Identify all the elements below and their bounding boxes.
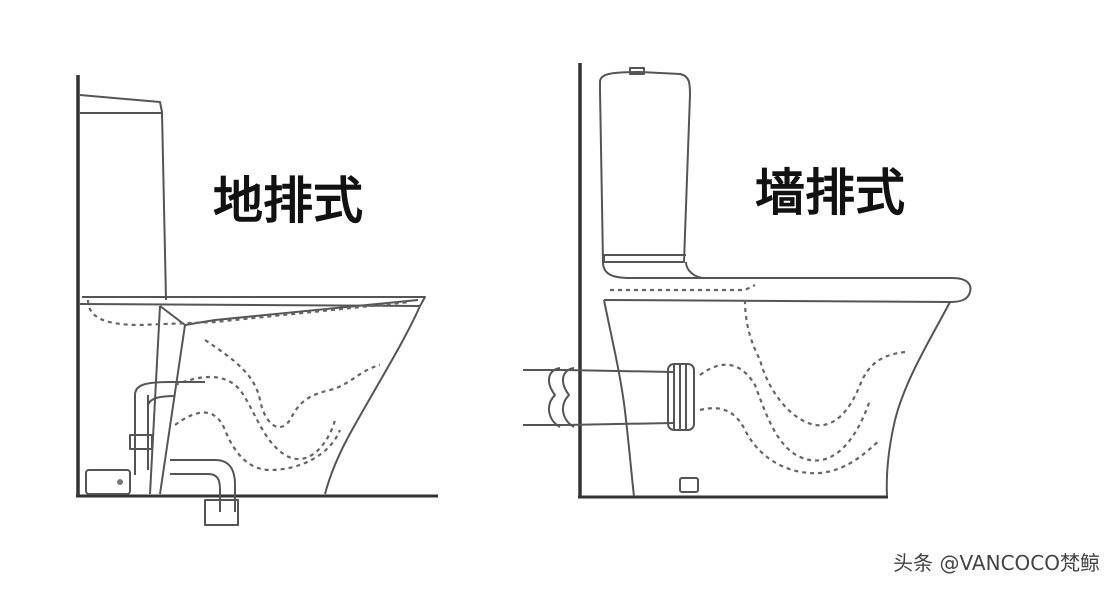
right-rim-channel: [610, 284, 756, 292]
wall-drain-label: 墙排式: [755, 164, 905, 222]
floor-drain-toilet-figure: [76, 75, 438, 526]
wall-drain-toilet-figure: [523, 63, 972, 499]
left-floor-bolt: [85, 469, 131, 495]
left-rim-channel: [86, 299, 411, 327]
left-bowl-outline: [324, 305, 421, 495]
right-wall-drain-pipe: [523, 369, 674, 426]
left-tank-outline: [79, 94, 167, 301]
right-seat-outline: [602, 261, 972, 303]
right-floor-bolt: [679, 477, 699, 493]
right-s-trap: [743, 299, 906, 427]
right-bowl-outline: [885, 301, 951, 497]
right-tank-outline: [599, 71, 691, 263]
floor-drain-label: 地排式: [213, 172, 363, 230]
watermark-text: 头条 @VANCOCO梵鲸: [893, 551, 1100, 575]
left-seat-outline: [79, 296, 426, 307]
